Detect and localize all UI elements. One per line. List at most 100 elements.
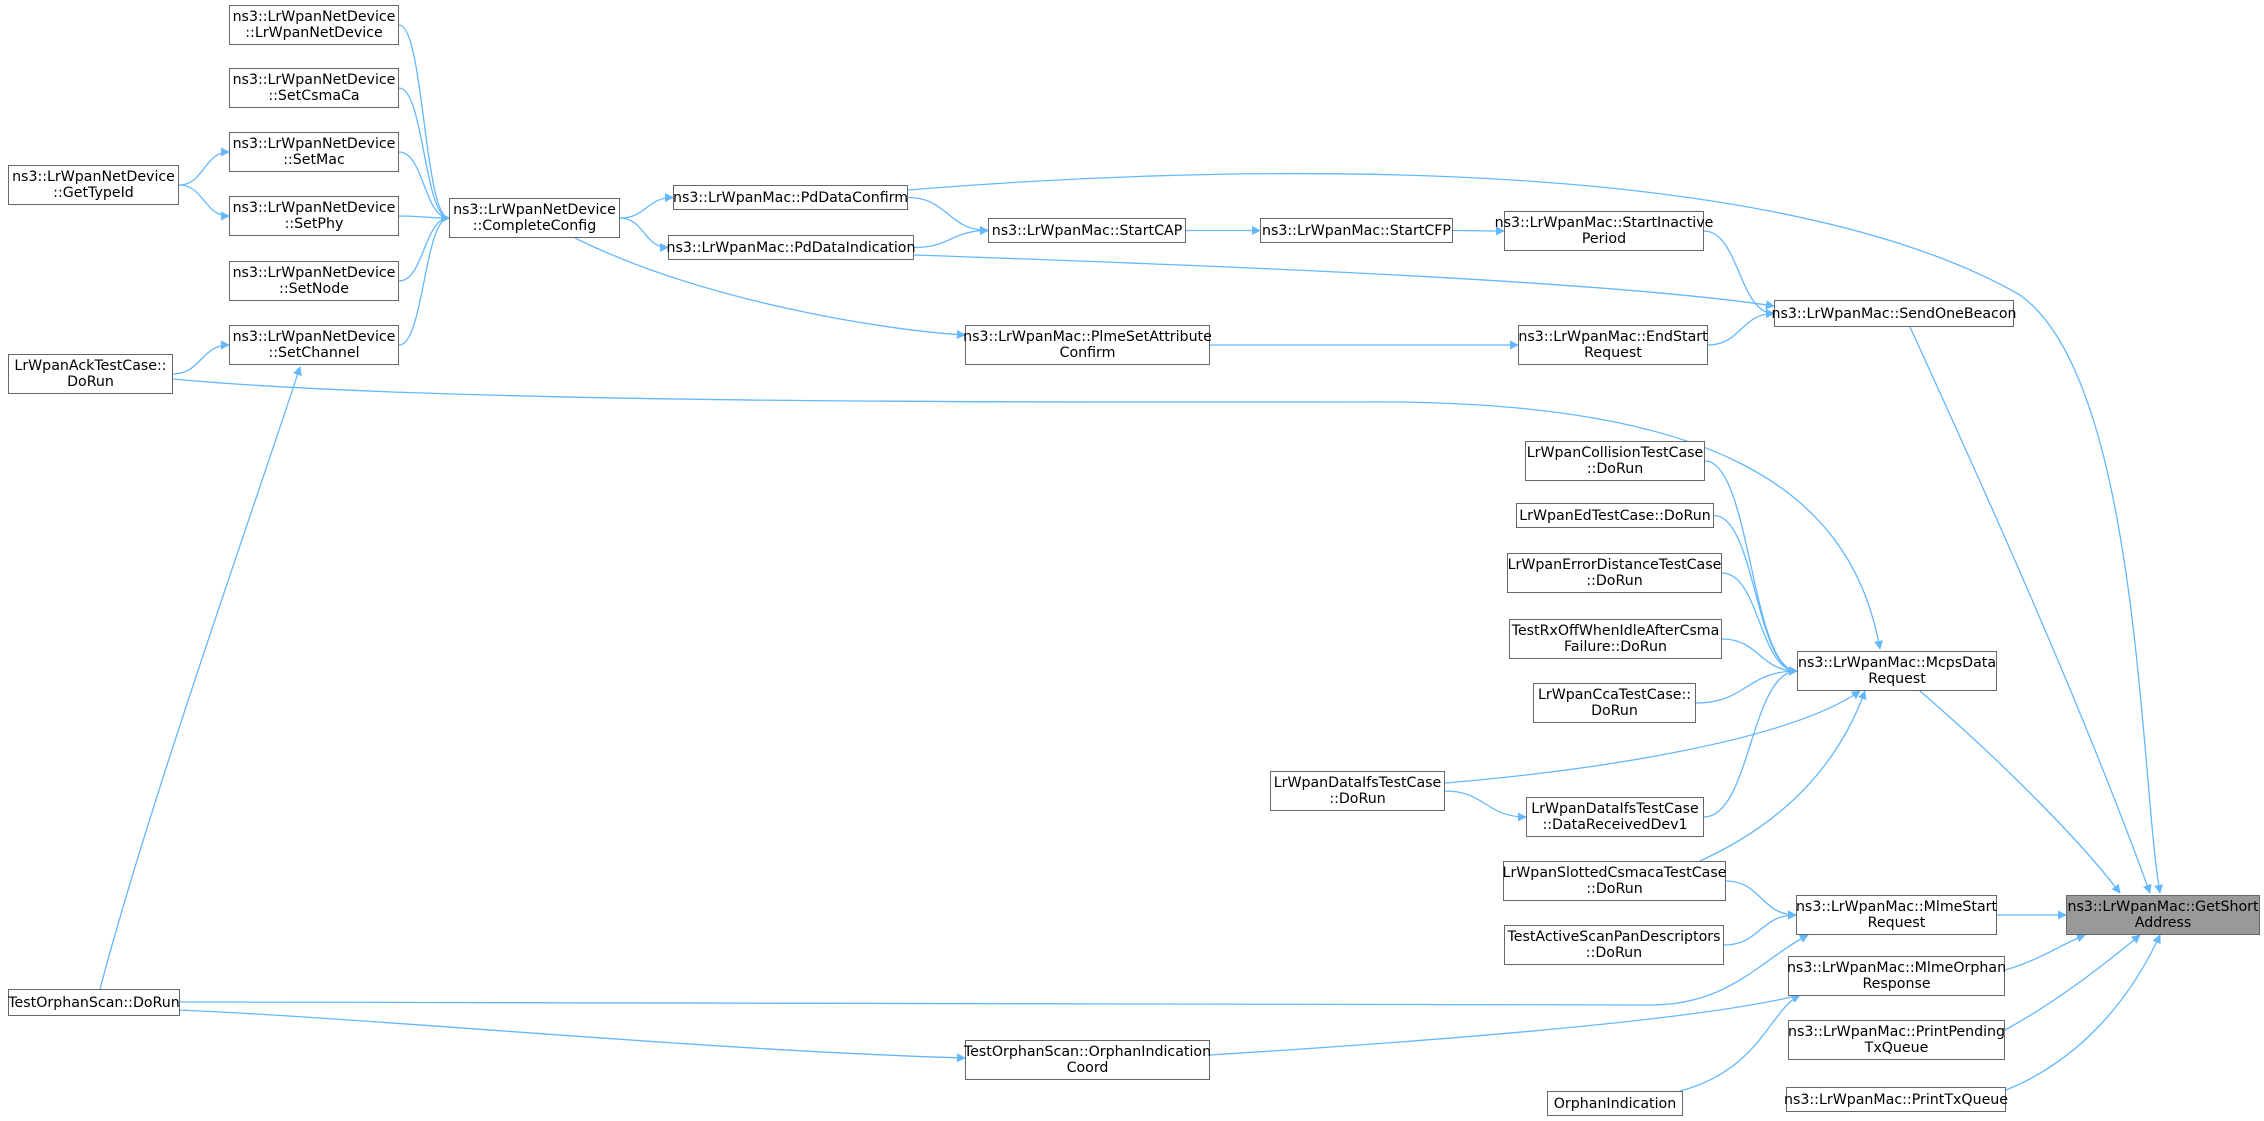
- edge-setmac-to-completeconfig: [398, 151, 450, 223]
- node-label: ns3::LrWpanNetDevice ::LrWpanNetDevice: [232, 9, 396, 41]
- node-mlmestart[interactable]: ns3::LrWpanMac::MlmeStart Request: [1796, 895, 1997, 935]
- node-rxoff[interactable]: TestRxOffWhenIdleAfterCsma Failure::DoRu…: [1509, 619, 1722, 659]
- node-label: ns3::LrWpanNetDevice ::SetPhy: [232, 200, 396, 232]
- edge-mcpsdata-to-root: [1919, 690, 2121, 894]
- node-label: LrWpanDataIfsTestCase ::DataReceivedDev1: [1531, 801, 1699, 833]
- node-mlmeorphan[interactable]: ns3::LrWpanMac::MlmeOrphan Response: [1786, 956, 2007, 996]
- edge-pddataindication-to-startcap: [913, 226, 989, 249]
- node-slotted[interactable]: LrWpanSlottedCsmacaTestCase ::DoRun: [1503, 861, 1726, 901]
- edge-edtest-to-mcpsdata: [1713, 514, 1798, 676]
- edge-gettypeid-to-setphy: [178, 184, 230, 221]
- edge-errdist-to-mcpsdata: [1721, 572, 1798, 676]
- edge-setchannel-to-completeconfig: [398, 213, 450, 346]
- node-acktest[interactable]: LrWpanAckTestCase:: DoRun: [8, 354, 173, 394]
- edge-setcsmaca-to-completeconfig: [398, 87, 450, 223]
- node-label: TestOrphanScan::DoRun: [8, 994, 180, 1011]
- node-completeconfig[interactable]: ns3::LrWpanNetDevice ::CompleteConfig: [449, 198, 620, 238]
- node-setchannel[interactable]: ns3::LrWpanNetDevice ::SetChannel: [229, 325, 399, 365]
- node-label: TestActiveScanPanDescriptors ::DoRun: [1507, 929, 1721, 961]
- edge-orphancoord-to-mlmeorphan: [1209, 992, 1801, 1056]
- node-label: ns3::LrWpanNetDevice ::CompleteConfig: [453, 202, 616, 234]
- node-label: ns3::LrWpanNetDevice ::SetCsmaCa: [232, 72, 396, 104]
- node-startcfp[interactable]: ns3::LrWpanMac::StartCFP: [1260, 218, 1453, 243]
- node-mcpsdata[interactable]: ns3::LrWpanMac::McpsData Request: [1797, 651, 1997, 691]
- node-orphanscan[interactable]: TestOrphanScan::DoRun: [8, 989, 180, 1016]
- edge-rxoff-to-mcpsdata: [1721, 638, 1798, 676]
- node-label: ns3::LrWpanMac::MlmeStart Request: [1795, 899, 1998, 931]
- node-ifsdev1[interactable]: LrWpanDataIfsTestCase ::DataReceivedDev1: [1526, 797, 1704, 837]
- node-label: ns3::LrWpanNetDevice ::GetTypeId: [12, 169, 175, 201]
- edge-acktest-to-mcpsdata: [172, 378, 1884, 650]
- node-endstart[interactable]: ns3::LrWpanMac::EndStart Request: [1518, 325, 1708, 365]
- node-ctor[interactable]: ns3::LrWpanNetDevice ::LrWpanNetDevice: [229, 5, 399, 45]
- edge-completeconfig-to-pddataconfirm: [619, 193, 674, 219]
- node-label: ns3::LrWpanMac::PdDataConfirm: [672, 189, 909, 206]
- node-ifsrun[interactable]: LrWpanDataIfsTestCase ::DoRun: [1270, 771, 1445, 811]
- edge-setnode-to-completeconfig: [398, 213, 450, 282]
- node-label: LrWpanEdTestCase::DoRun: [1519, 507, 1711, 524]
- node-sendonebeacon[interactable]: ns3::LrWpanMac::SendOneBeacon: [1772, 300, 2017, 327]
- node-setmac[interactable]: ns3::LrWpanNetDevice ::SetMac: [229, 132, 399, 172]
- node-setcsmaca[interactable]: ns3::LrWpanNetDevice ::SetCsmaCa: [229, 68, 399, 108]
- edge-ccatest-to-mcpsdata: [1695, 666, 1798, 704]
- node-label: ns3::LrWpanMac::PdDataIndication: [666, 239, 916, 256]
- edge-slotted-to-mcpsdata: [1699, 690, 1867, 862]
- node-label: ns3::LrWpanMac::MlmeOrphan Response: [1786, 960, 2007, 992]
- edge-mlmeorphan-to-root: [2004, 933, 2086, 971]
- node-activescan[interactable]: TestActiveScanPanDescriptors ::DoRun: [1504, 925, 1724, 965]
- node-printpending[interactable]: ns3::LrWpanMac::PrintPending TxQueue: [1788, 1020, 2005, 1060]
- node-label: ns3::LrWpanMac::PlmeSetAttribute Confirm: [963, 329, 1212, 361]
- node-startcap[interactable]: ns3::LrWpanMac::StartCAP: [988, 218, 1186, 243]
- edge-slotted-to-mlmestart: [1725, 880, 1797, 920]
- node-label: ns3::LrWpanNetDevice ::SetMac: [232, 136, 396, 168]
- edge-printpending-to-root: [2004, 934, 2141, 1031]
- edge-startinactive-to-sendonebeacon: [1703, 230, 1775, 318]
- edge-pddataconfirm-to-root: [907, 172, 2164, 894]
- node-printtx[interactable]: ns3::LrWpanMac::PrintTxQueue: [1784, 1087, 2008, 1112]
- node-pddataconfirm[interactable]: ns3::LrWpanMac::PdDataConfirm: [673, 185, 908, 210]
- node-root: ns3::LrWpanMac::GetShort Address: [2066, 895, 2260, 935]
- node-label: ns3::LrWpanNetDevice ::SetNode: [232, 265, 396, 297]
- node-label: ns3::LrWpanMac::EndStart Request: [1518, 329, 1708, 361]
- edge-pddataconfirm-to-startcap: [907, 196, 989, 235]
- edge-ifsrun-to-mcpsdata: [1444, 690, 1861, 784]
- edge-orphanind-to-mlmeorphan: [1679, 994, 1801, 1092]
- edge-activescan-to-mlmestart: [1723, 910, 1797, 946]
- edge-startcfp-to-startinactive: [1452, 226, 1505, 236]
- node-setnode[interactable]: ns3::LrWpanNetDevice ::SetNode: [229, 261, 399, 301]
- node-label: ns3::LrWpanMac::StartCFP: [1261, 222, 1451, 239]
- edge-completeconfig-to-pddataindication: [619, 217, 669, 252]
- node-collision[interactable]: LrWpanCollisionTestCase ::DoRun: [1525, 441, 1705, 481]
- edge-orphanscan-to-setchannel: [99, 366, 302, 990]
- node-label: ns3::LrWpanMac::StartCAP: [991, 222, 1183, 239]
- edge-gettypeid-to-setmac: [178, 147, 230, 186]
- node-pddataindication[interactable]: ns3::LrWpanMac::PdDataIndication: [666, 235, 916, 260]
- edge-orphanscan-to-mlmestart: [179, 934, 1809, 1006]
- node-label: TestOrphanScan::OrphanIndication Coord: [963, 1044, 1212, 1076]
- node-errdist[interactable]: LrWpanErrorDistanceTestCase ::DoRun: [1507, 553, 1722, 593]
- node-orphanind[interactable]: OrphanIndication: [1547, 1091, 1683, 1116]
- node-orphancoord[interactable]: TestOrphanScan::OrphanIndication Coord: [963, 1040, 1212, 1080]
- node-label: ns3::LrWpanMac::PrintPending TxQueue: [1787, 1024, 2006, 1056]
- node-label: ns3::LrWpanMac::McpsData Request: [1797, 655, 1997, 687]
- node-label: ns3::LrWpanNetDevice ::SetChannel: [232, 329, 396, 361]
- node-label: LrWpanErrorDistanceTestCase ::DoRun: [1507, 557, 1722, 589]
- node-edtest[interactable]: LrWpanEdTestCase::DoRun: [1516, 503, 1714, 528]
- node-label: OrphanIndication: [1553, 1095, 1677, 1112]
- node-label: LrWpanDataIfsTestCase ::DoRun: [1273, 775, 1442, 807]
- node-label: ns3::LrWpanMac::GetShort Address: [2067, 899, 2259, 931]
- node-label: ns3::LrWpanMac::StartInactive Period: [1494, 215, 1714, 247]
- node-gettypeid[interactable]: ns3::LrWpanNetDevice ::GetTypeId: [8, 165, 179, 205]
- edge-acktest-to-setchannel: [172, 340, 230, 375]
- edge-sendonebeacon-to-root: [1909, 326, 2152, 894]
- node-startinactive[interactable]: ns3::LrWpanMac::StartInactive Period: [1495, 211, 1713, 251]
- edge-ifsrun-to-ifsdev1: [1444, 790, 1527, 822]
- node-plmeset[interactable]: ns3::LrWpanMac::PlmeSetAttribute Confirm: [963, 325, 1212, 365]
- node-label: TestRxOffWhenIdleAfterCsma Failure::DoRu…: [1511, 623, 1720, 655]
- node-setphy[interactable]: ns3::LrWpanNetDevice ::SetPhy: [229, 196, 399, 236]
- edge-orphanscan-to-orphancoord: [179, 1009, 966, 1063]
- node-ccatest[interactable]: LrWpanCcaTestCase:: DoRun: [1533, 683, 1696, 723]
- edge-pddataindication-to-sendonebeacon: [913, 254, 1775, 310]
